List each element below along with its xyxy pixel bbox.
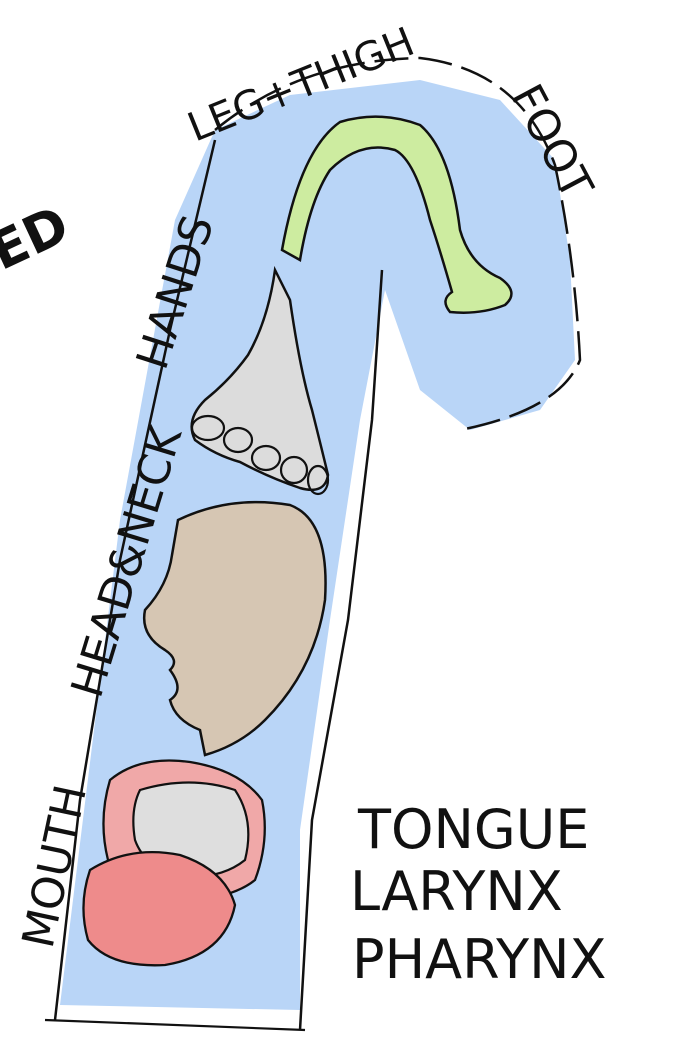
band-bottom-edge [45,1020,305,1030]
larynx-label: LARYNX [350,860,563,923]
tongue-label: TONGUE [357,798,589,861]
pharynx-label: PHARYNX [352,928,607,991]
fragment-label: ED [0,195,78,283]
